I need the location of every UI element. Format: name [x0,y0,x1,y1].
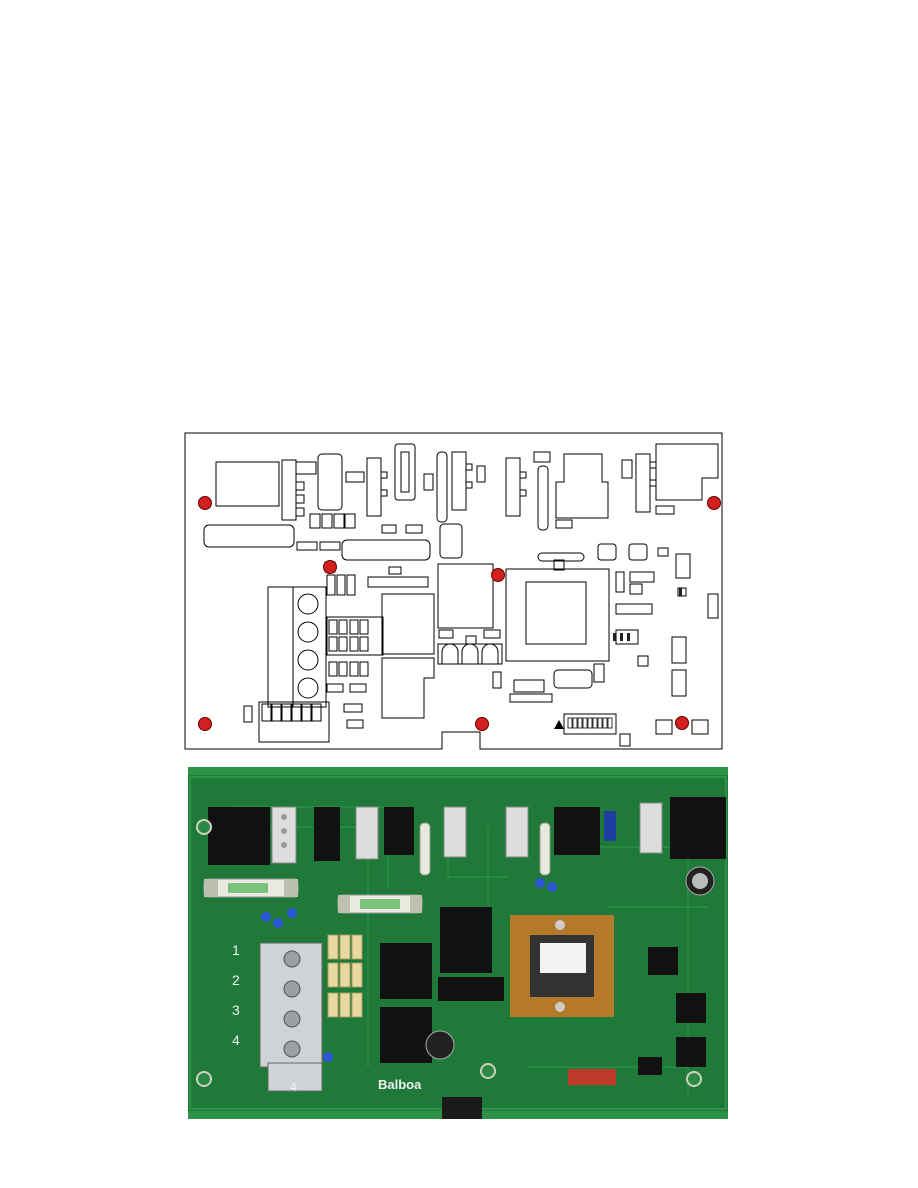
mounting-hole-icon [481,1064,495,1078]
terminal-number: 4 [232,1032,240,1048]
board-layout-diagram [184,432,723,750]
dip-switch [568,1069,616,1085]
mounting-hole-icon [197,1072,211,1086]
terminal-number: 2 [232,972,240,988]
mounting-hole-icon [476,718,489,731]
mounting-hole-icon [708,497,721,510]
glass-fuse [338,895,422,913]
relay-block [380,1007,432,1063]
mounting-hole-icon [324,561,337,574]
terminal-number: 3 [232,1002,240,1018]
relay-block [208,807,270,865]
mounting-hole-icon [492,569,505,582]
mounting-hole-icon [687,1072,701,1086]
terminal-number-bottom: 4 [290,1080,297,1094]
relay-block [380,943,432,999]
relay-block [440,907,492,973]
dip-switch-cells [568,718,612,728]
terminal-number: 1 [232,942,240,958]
mounting-hole-icon [199,497,212,510]
glass-fuse [204,879,298,897]
mounting-hole-icon [676,717,689,730]
brand-logo: Balboa [378,1077,422,1092]
board-photo: 1 2 3 4 4 [188,767,728,1119]
mounting-hole-icon [197,820,211,834]
mounting-hole-icon [199,718,212,731]
